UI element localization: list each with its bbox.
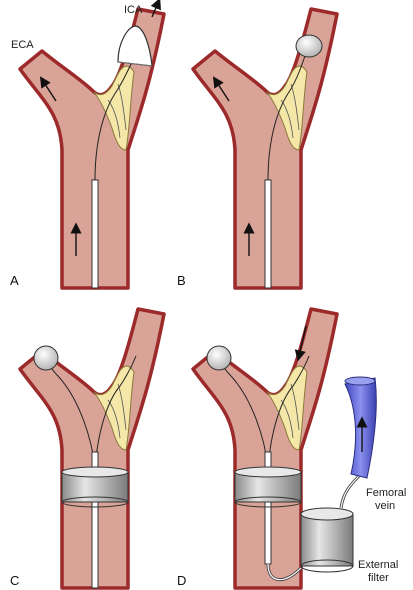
occlusion-balloon-cca — [61, 466, 129, 508]
panel-b: B — [177, 7, 339, 290]
panel-letter-a: A — [10, 273, 19, 288]
flow-arrow-eca — [212, 76, 230, 102]
occlusion-balloon-eca — [206, 345, 232, 371]
panel-c: C — [10, 307, 166, 590]
external-filter — [300, 507, 354, 573]
femoral-vein — [344, 377, 377, 479]
guidewire — [267, 49, 308, 181]
ica-label: ICA — [124, 4, 143, 16]
filter-label-line2: filter — [368, 572, 389, 584]
eca-label: ECA — [11, 39, 34, 51]
tubing-to-vein — [339, 474, 361, 509]
reverse-flow-arrow-ica — [294, 325, 307, 362]
sheath — [264, 179, 272, 289]
filter-umbrella — [117, 25, 153, 67]
panel-letter-b: B — [177, 273, 186, 288]
guidewire — [94, 61, 133, 181]
occlusion-balloon-eca — [33, 345, 59, 371]
panel-d: Femoral vein External filter D — [177, 307, 406, 590]
flow-arrow-ica — [150, 0, 161, 18]
guidewire — [94, 355, 137, 469]
occlusion-balloon-ica — [295, 34, 323, 58]
sheath — [91, 179, 99, 289]
flow-arrow-eca — [39, 76, 57, 102]
guidewire — [267, 355, 310, 469]
panel-a: ECA ICA A — [10, 0, 166, 290]
sheath — [91, 451, 99, 589]
panel-letter-d: D — [177, 573, 186, 588]
femoral-label-line1: Femoral — [366, 487, 406, 499]
femoral-label-line2: vein — [375, 500, 395, 512]
filter-label-line1: External — [358, 559, 398, 571]
panel-letter-c: C — [10, 573, 19, 588]
occlusion-balloon-cca — [234, 466, 302, 508]
